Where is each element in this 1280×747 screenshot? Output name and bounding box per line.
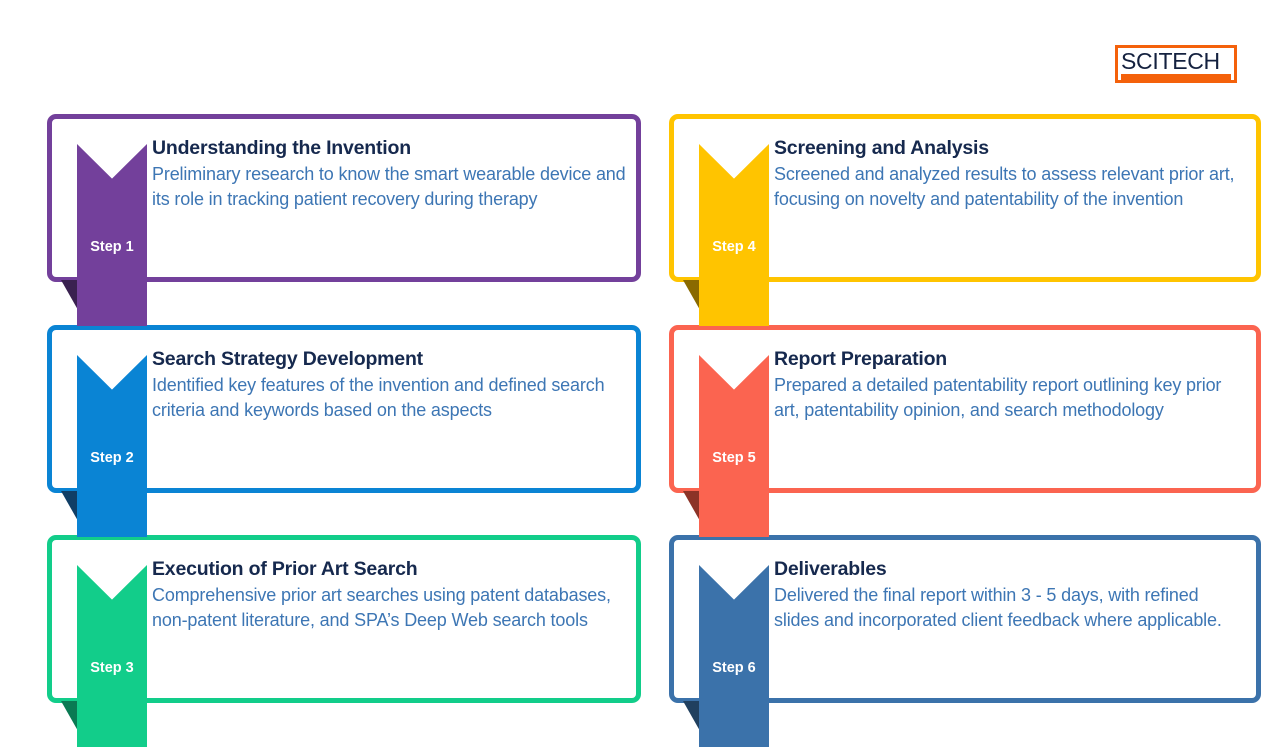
scitech-logo: SCITECH — [1115, 45, 1237, 83]
step-title: Report Preparation — [774, 348, 948, 370]
step-number-label: Step 6 — [712, 659, 756, 676]
step-ribbon: Step 2 — [77, 355, 147, 537]
step-title: Screening and Analysis — [774, 137, 989, 159]
step-number-label: Step 2 — [90, 449, 134, 466]
ribbon-shadow — [683, 491, 700, 521]
step-description: Prepared a detailed patentability report… — [774, 375, 1222, 420]
step-description: Delivered the final report within 3 - 5 … — [774, 585, 1222, 630]
ribbon-shadow — [61, 280, 78, 310]
step-description: Preliminary research to know the smart w… — [152, 164, 626, 209]
step-number-label: Step 4 — [712, 238, 756, 255]
step-number-label: Step 1 — [90, 238, 134, 255]
step-ribbon: Step 4 — [699, 144, 769, 326]
ribbon-shadow — [61, 491, 78, 521]
step-ribbon: Step 5 — [699, 355, 769, 537]
ribbon-shadow — [683, 280, 700, 310]
step-title: Deliverables — [774, 558, 887, 580]
step-description: Screened and analyzed results to assess … — [774, 164, 1235, 209]
ribbon-shadow — [61, 701, 78, 731]
ribbon-shadow — [683, 701, 700, 731]
step-title: Understanding the Invention — [152, 137, 411, 159]
scitech-logo-wordmark: SCITECH — [1121, 48, 1220, 74]
step-title: Search Strategy Development — [152, 348, 423, 370]
step-ribbon: Step 1 — [77, 144, 147, 326]
step-description: Identified key features of the invention… — [152, 375, 605, 420]
step-number-label: Step 5 — [712, 449, 756, 466]
scitech-logo-bar — [1121, 74, 1231, 80]
step-description: Comprehensive prior art searches using p… — [152, 585, 611, 630]
step-title: Execution of Prior Art Search — [152, 558, 418, 580]
step-number-label: Step 3 — [90, 659, 134, 676]
